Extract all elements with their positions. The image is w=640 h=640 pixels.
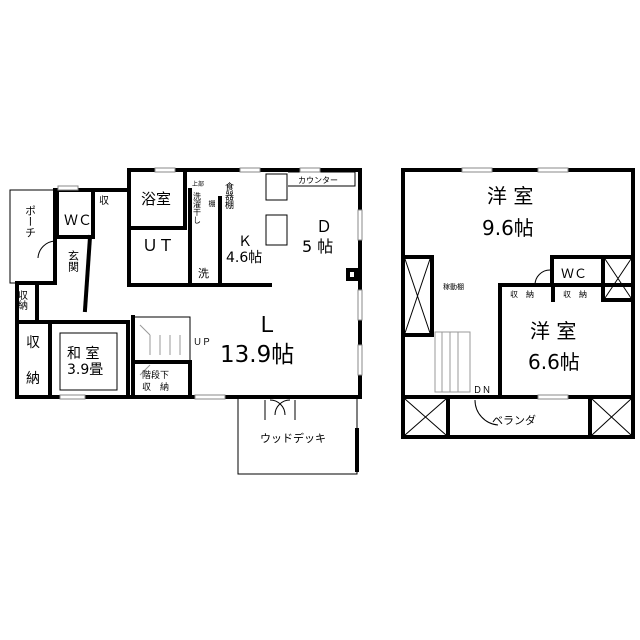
living-label: Ｌ <box>256 313 278 338</box>
storage-small-label: 収 <box>99 195 109 207</box>
storage-b-label: 収 納 <box>563 289 587 299</box>
western-room-1-size-label: 9.6帖 <box>482 216 534 240</box>
japanese-room-size-label: 3.9畳 <box>67 362 103 378</box>
kitchen-size-label: 4.6帖 <box>226 250 262 266</box>
japanese-room-label: 和 室 <box>67 345 99 362</box>
bath-label: 浴室 <box>141 190 171 208</box>
dining-label: Ｄ <box>316 217 332 236</box>
wc-2-label: ＷＣ <box>561 267 587 282</box>
western-room-2-size-label: 6.6帖 <box>528 350 580 374</box>
floor-1-walls <box>9 167 363 475</box>
storage-2a-label: 収 <box>26 335 40 351</box>
washing-drying-label: 洗濯干し <box>193 191 202 224</box>
wash-label: 洗 <box>198 267 209 280</box>
storage-a-label: 収 納 <box>510 289 534 299</box>
upper-drying-label: 上部 <box>192 180 204 188</box>
living-size-label: 13.9帖 <box>220 342 294 368</box>
entrance-label: 玄関 <box>67 249 80 272</box>
ut-label: ＵＴ <box>142 236 174 255</box>
wood-deck-label: ウッドデッキ <box>260 431 326 445</box>
storage-2b-label: 納 <box>26 371 40 387</box>
veranda-label: ベランダ <box>492 413 536 427</box>
counter-label: カウンター <box>298 176 338 185</box>
storage-1-label: 収納 <box>16 290 28 311</box>
wc-label: ＷＣ <box>64 213 92 229</box>
under-stairs-label-1: 階段下 <box>142 369 169 381</box>
shelf-label: 棚 <box>208 199 216 208</box>
porch-label: ポーチ <box>24 205 37 238</box>
western-room-2-label: 洋 室 <box>530 319 576 343</box>
floor-2-walls <box>401 167 635 439</box>
movable-shelf-label: 稼動棚 <box>443 282 464 291</box>
up-label: ＵＰ <box>193 338 211 348</box>
kitchen-label: Ｋ <box>238 234 252 250</box>
under-stairs-label-2: 収 納 <box>142 381 169 393</box>
dining-size-label: 5 帖 <box>302 237 333 256</box>
western-room-1-label: 洋 室 <box>487 184 533 208</box>
cupboard-label: 食器棚 <box>223 181 234 210</box>
dn-label: ＤＮ <box>473 386 491 396</box>
